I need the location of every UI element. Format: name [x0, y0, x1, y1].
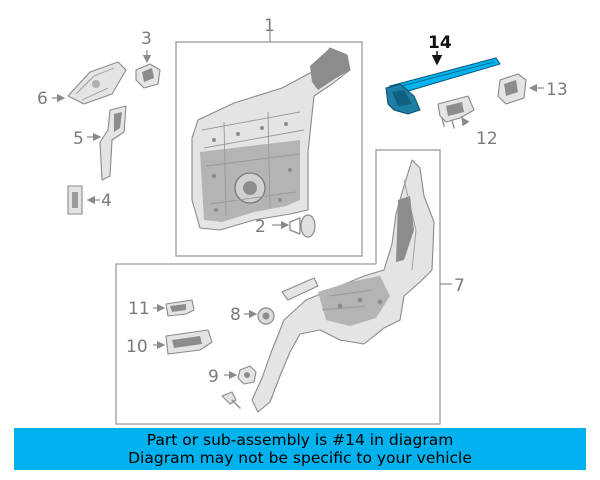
callout-10: 10: [126, 337, 148, 357]
part-7-box: [115, 149, 441, 425]
callout-3: 3: [141, 29, 152, 49]
part-12-bracket: 12: [437, 95, 498, 149]
parts-diagram: 1 2 3 6 5: [37, 16, 568, 425]
callout-7: 7: [454, 276, 465, 296]
part-1-box: [175, 41, 363, 257]
part-10-bracket: 10: [126, 329, 213, 357]
callout-12: 12: [476, 129, 498, 149]
part-1-inner-panel: [191, 47, 351, 231]
part-9-bolt: 9: [208, 365, 257, 409]
banner-line-1: Part or sub-assembly is #14 in diagram: [146, 431, 454, 449]
callout-9: 9: [208, 367, 219, 387]
part-13-bracket: 13: [497, 73, 568, 105]
callout-1: 1: [264, 16, 275, 36]
part-2-clip: 2: [255, 214, 316, 238]
info-banner: Part or sub-assembly is #14 in diagram D…: [14, 428, 586, 470]
callout-2: 2: [255, 217, 266, 237]
callout-14: 14: [428, 33, 452, 53]
callout-13: 13: [546, 80, 568, 100]
part-4-plate: 4: [67, 185, 112, 215]
banner-line-2: Diagram may not be specific to your vehi…: [128, 449, 472, 467]
callout-6: 6: [37, 89, 48, 109]
part-5-pillar-brace: 5: [73, 105, 127, 181]
part-8-grommet: 8: [230, 305, 275, 325]
part-7-side-structure: [251, 159, 435, 413]
part-11-bracket: 11: [128, 299, 195, 319]
callout-5: 5: [73, 129, 84, 149]
callout-11: 11: [128, 299, 150, 319]
part-14-highlighted: 14: [385, 33, 501, 115]
part-14-rail: [389, 57, 501, 95]
callout-4: 4: [101, 191, 112, 211]
part-6-gusset: 6: [37, 61, 127, 109]
part-3-bracket: 3: [135, 29, 161, 89]
callout-8: 8: [230, 305, 241, 325]
